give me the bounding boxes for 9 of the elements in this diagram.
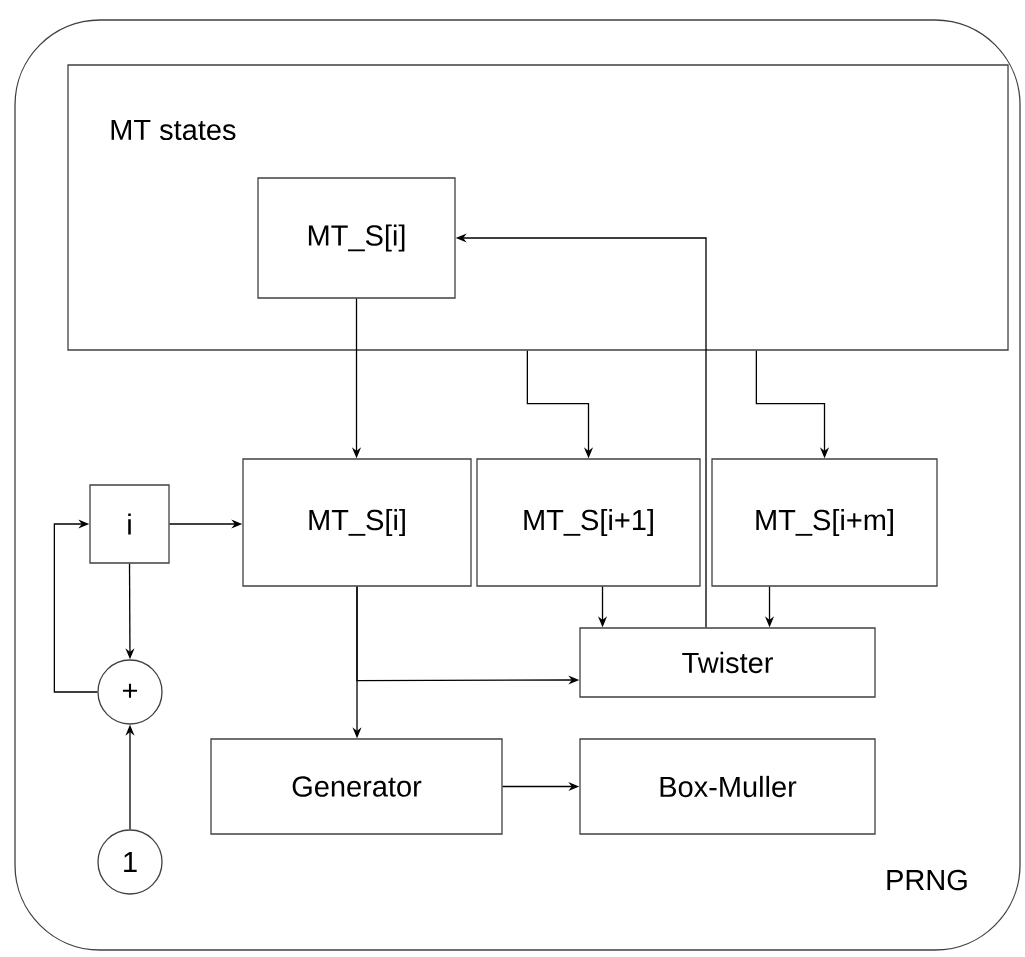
process-box: Generator	[210, 738, 503, 835]
process-box: MT_S[i]	[242, 458, 472, 587]
arrow	[53, 519, 98, 693]
process-box: Box-Muller	[579, 738, 876, 835]
process-box: MT_S[i+m]	[711, 458, 938, 587]
process-box: Twister	[579, 627, 876, 698]
process-box: i	[89, 484, 170, 564]
process-box: MT_S[i+1]	[476, 458, 701, 587]
process-box: MT_S[i]	[257, 177, 456, 299]
